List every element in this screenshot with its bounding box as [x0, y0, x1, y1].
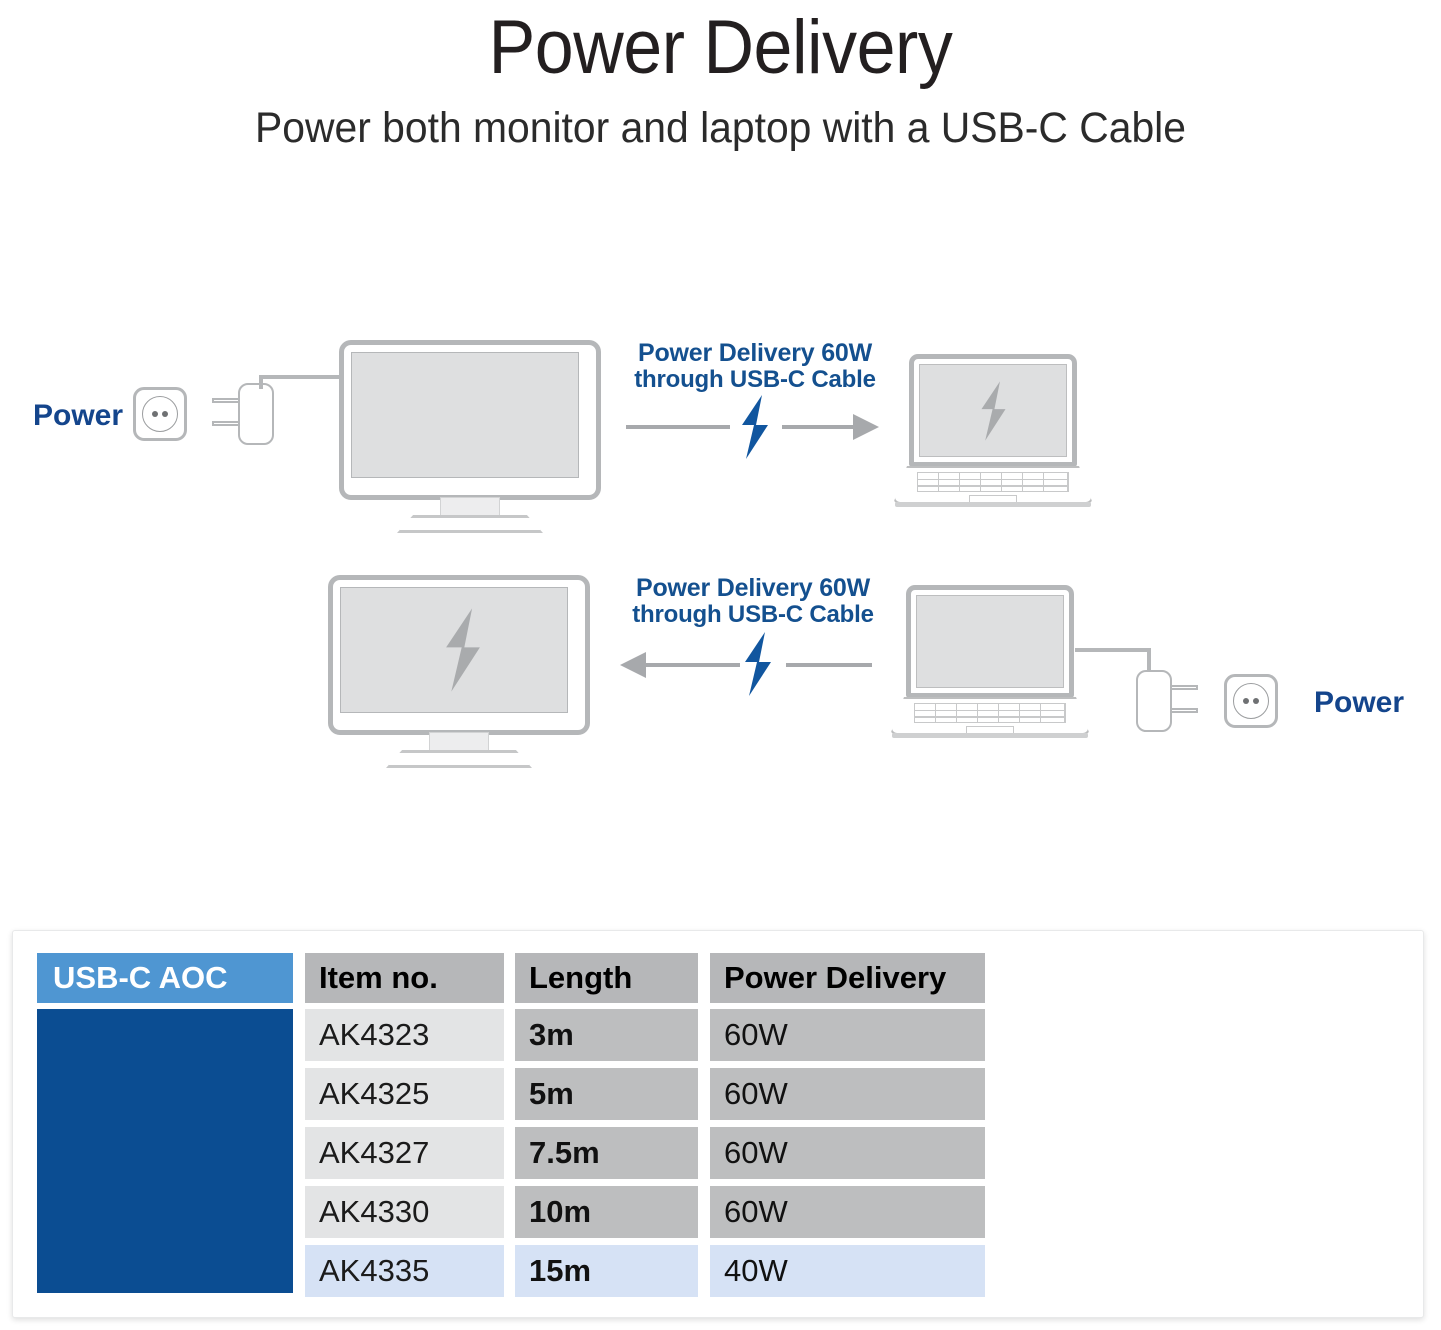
power-delivery-diagram: Power — [0, 195, 1441, 895]
arrow-line-left — [626, 425, 730, 429]
arrow-head-left-icon — [620, 652, 646, 678]
cable-segment — [259, 375, 263, 389]
diagram-row-laptop-powers-monitor: Power Delivery 60W through USB-C Cable — [0, 560, 1441, 830]
table-cell-power: 60W — [710, 1186, 985, 1238]
diagram-row-monitor-powers-laptop: Power — [0, 325, 1441, 595]
power-label-left: Power — [33, 399, 124, 432]
annotation-line2: through USB-C Cable — [634, 366, 876, 393]
table-header-item-no: Item no. — [305, 953, 504, 1003]
annotation-row1: Power Delivery 60W through USB-C Cable — [630, 339, 880, 394]
table-cell-item: AK4325 — [305, 1068, 504, 1120]
page-header: Power Delivery Power both monitor and la… — [0, 0, 1441, 158]
lightning-bolt-icon — [975, 380, 1012, 442]
arrow-line-right — [786, 663, 872, 667]
table-cell-power: 60W — [710, 1009, 985, 1061]
laptop-icon — [893, 354, 1093, 509]
cable-segment — [1147, 648, 1151, 672]
power-adapter-icon — [1136, 670, 1198, 732]
laptop-icon — [890, 585, 1090, 740]
cable-segment — [1075, 648, 1151, 652]
laptop-keyboard — [914, 703, 1066, 724]
power-socket-icon — [1224, 674, 1278, 728]
table-header-length: Length — [515, 953, 698, 1003]
power-adapter-icon — [212, 383, 274, 445]
table-cell-length: 5m — [515, 1068, 698, 1120]
table-brand-header: USB-C AOC — [37, 953, 293, 1003]
laptop-keyboard — [917, 472, 1069, 493]
table-header-power-delivery: Power Delivery — [710, 953, 985, 1003]
monitor-icon — [328, 575, 590, 768]
table-cell-item: AK4327 — [305, 1127, 504, 1179]
table-cell-item: AK4323 — [305, 1009, 504, 1061]
table-cell-power: 60W — [710, 1068, 985, 1120]
cable-segment — [259, 375, 339, 379]
table-cell-power: 40W — [710, 1245, 985, 1297]
product-table-card: USB-C AOC Item no. Length Power Delivery… — [12, 930, 1424, 1318]
lightning-bolt-icon — [738, 632, 778, 701]
monitor-icon — [339, 340, 601, 533]
table-cell-length: 15m — [515, 1245, 698, 1297]
table-cell-power: 60W — [710, 1127, 985, 1179]
arrow-line-right — [782, 425, 856, 429]
annotation-row2: Power Delivery 60W through USB-C Cable — [628, 574, 878, 629]
page-title: Power Delivery — [488, 5, 953, 90]
power-label-right: Power — [1314, 686, 1405, 719]
lightning-bolt-icon — [735, 395, 775, 464]
product-table: USB-C AOC Item no. Length Power Delivery… — [37, 953, 1047, 1297]
arrow-head-right-icon — [853, 414, 879, 440]
table-cell-length: 10m — [515, 1186, 698, 1238]
table-cell-item: AK4335 — [305, 1245, 504, 1297]
power-socket-icon — [133, 387, 187, 441]
table-cell-length: 3m — [515, 1009, 698, 1061]
table-cell-item: AK4330 — [305, 1186, 504, 1238]
arrow-line-left — [645, 663, 740, 667]
table-brand-block — [37, 1009, 293, 1293]
page-subtitle: Power both monitor and laptop with a USB… — [255, 104, 1186, 152]
lightning-bolt-icon — [437, 607, 489, 693]
annotation-line1: Power Delivery 60W — [637, 339, 872, 367]
annotation-line1: Power Delivery 60W — [635, 574, 870, 602]
annotation-line2: through USB-C Cable — [632, 601, 874, 628]
table-cell-length: 7.5m — [515, 1127, 698, 1179]
